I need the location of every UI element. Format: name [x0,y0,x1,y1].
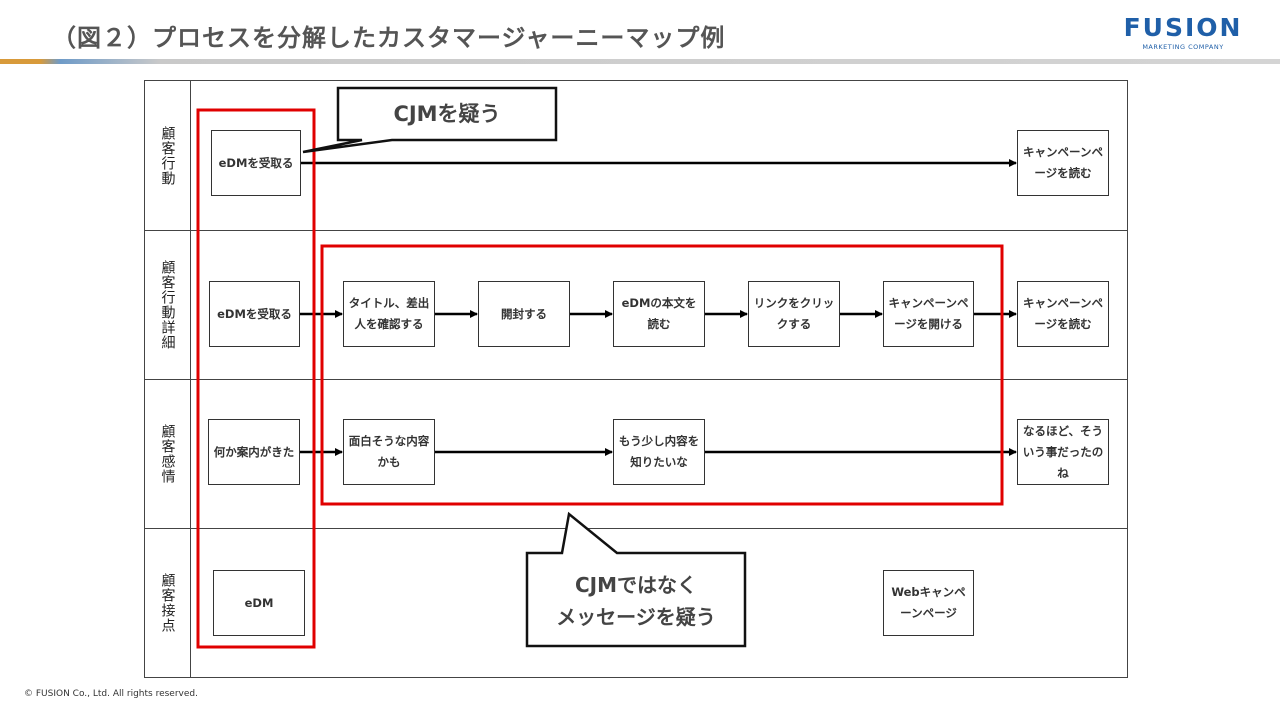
row-customer-action: 顧客行動 [145,81,1127,231]
box-emotion-interesting: 面白そうな内容かも [343,419,435,485]
row-label: 顧客行動詳細 [159,260,176,350]
box-detail-read-body: eDMの本文を読む [613,281,705,347]
box-emotion-understood: なるほど、そういう事だったのね [1017,419,1109,485]
box-detail-check-title: タイトル、差出人を確認する [343,281,435,347]
title-divider [0,59,1280,64]
callout-line: メッセージを疑う [556,605,716,629]
box-emotion-notice: 何か案内がきた [208,419,300,485]
row-label: 顧客行動 [159,125,176,186]
row-customer-action-detail: 顧客行動詳細 [145,231,1127,380]
callout-shape-doubt-message [525,511,747,648]
box-touchpoint-web-page: Webキャンペーンページ [883,570,974,636]
box-detail-open-page: キャンペーンページを開ける [883,281,974,347]
footer-copyright: © FUSION Co., Ltd. All rights reserved. [24,689,198,699]
box-detail-open: 開封する [478,281,570,347]
page-title: （図２）プロセスを分解したカスタマージャーニーマップ例 [52,24,726,52]
row-customer-emotion: 顧客感情 [145,380,1127,529]
row-label: 顧客接点 [159,573,176,633]
box-action-read-campaign-page: キャンペーンページを読む [1017,130,1109,196]
row-label-cell: 顧客感情 [145,380,191,528]
logo-wordmark: FUSION [1123,13,1243,42]
highlight-frame-message-area [320,244,1004,506]
box-emotion-want-more: もう少し内容を知りたいな [613,419,705,485]
box-detail-click-link: リンクをクリックする [748,281,840,347]
box-action-receive-edm: eDMを受取る [211,130,301,196]
row-label-cell: 顧客行動詳細 [145,231,191,379]
callout-doubt-message: CJMではなく メッセージを疑う [527,569,745,633]
box-detail-read-page: キャンペーンページを読む [1017,281,1109,347]
callout-shape-doubt-cjm [302,86,558,154]
box-touchpoint-edm: eDM [213,570,305,636]
highlight-frame-cjm-column [196,108,316,649]
row-label-cell: 顧客接点 [145,529,191,677]
journey-map-table: 顧客行動 顧客行動詳細 顧客感情 顧客接点 [144,80,1128,678]
row-label-cell: 顧客行動 [145,81,191,230]
logo-tagline: MARKETING COMPANY [1142,43,1224,51]
row-customer-touchpoint: 顧客接点 [145,529,1127,677]
row-label: 顧客感情 [159,424,176,484]
fusion-logo: FUSION MARKETING COMPANY [1116,13,1250,52]
callout-line: CJMではなく [574,573,698,597]
callout-doubt-cjm: CJMを疑う [393,102,501,126]
box-detail-receive-edm: eDMを受取る [209,281,300,347]
